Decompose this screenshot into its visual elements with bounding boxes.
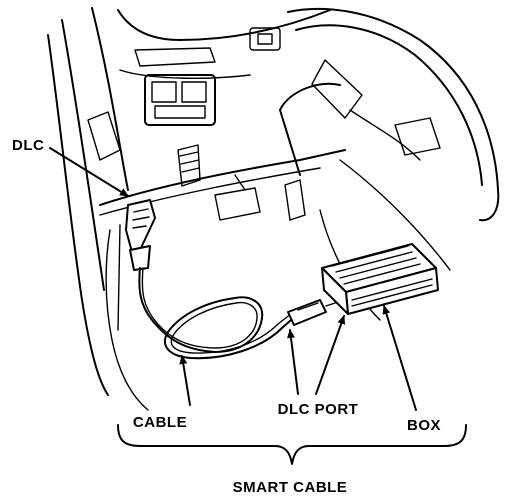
console-button-left [151, 81, 177, 103]
steering-wheel-rim-inner [295, 24, 483, 186]
dlc-port-arrow-right [315, 315, 346, 395]
steering-column [279, 82, 341, 176]
callout-arrows [49, 147, 417, 411]
box-side [321, 267, 349, 315]
brake-pedal-arm [234, 174, 246, 191]
vehicle-interior-illustration [47, 7, 500, 411]
smart-cable-brace [117, 424, 467, 465]
door-pillar-outer [47, 34, 109, 396]
dash-vent-slot [134, 47, 216, 67]
steering-wheel-rim-outer [287, 7, 500, 222]
cable-loop-inner [141, 267, 297, 354]
kick-panel-curve [105, 229, 149, 411]
dlc-arrow [49, 147, 129, 197]
door-pillar-inner [61, 19, 105, 291]
cable-loop [138, 267, 301, 360]
bracket-panel [177, 144, 201, 187]
console-button-right [181, 81, 207, 103]
wheel-spoke-right [394, 117, 441, 156]
lower-dash-inner [99, 167, 321, 216]
bracket-hatching [179, 151, 200, 173]
floor-tunnel-line [339, 159, 451, 271]
accelerator-pedal [284, 179, 306, 221]
box-top-ridges [331, 245, 421, 285]
console-switch-strip [154, 105, 206, 119]
dlc-port-plug-detail [297, 302, 319, 311]
cable-label: CABLE [133, 414, 187, 431]
console-panel [144, 74, 216, 126]
cable-arrow [179, 355, 191, 406]
smart-cable-box [321, 243, 439, 315]
box-arrow [382, 305, 417, 411]
wheel-spoke-left [311, 59, 363, 119]
dash-switch-block [249, 27, 281, 51]
dlc-pins [132, 208, 150, 229]
dlc-port-label: DLC PORT [278, 401, 359, 418]
wheel-hub-line [349, 109, 421, 161]
dash-top-contour [117, 9, 331, 41]
lower-dash-edge [99, 149, 346, 206]
box-label: BOX [407, 417, 441, 434]
dlc-label: DLC [12, 137, 44, 154]
left-trim-panel [87, 111, 121, 161]
door-pillar-edge [91, 7, 129, 191]
smart-cable-wire [138, 267, 339, 360]
dlc-port-arrow-left [287, 329, 299, 395]
smart-cable-label: SMART CABLE [233, 479, 348, 496]
dlc-connector [125, 199, 156, 271]
dlc-port-plug [287, 299, 327, 326]
dash-switch [257, 33, 273, 45]
kick-panel-edge [117, 224, 121, 331]
dlc-socket [125, 199, 156, 253]
brake-pedal [214, 187, 261, 221]
dash-fold-line [119, 69, 251, 79]
box-front-ridges [351, 278, 433, 307]
dlc-plug [129, 245, 151, 271]
